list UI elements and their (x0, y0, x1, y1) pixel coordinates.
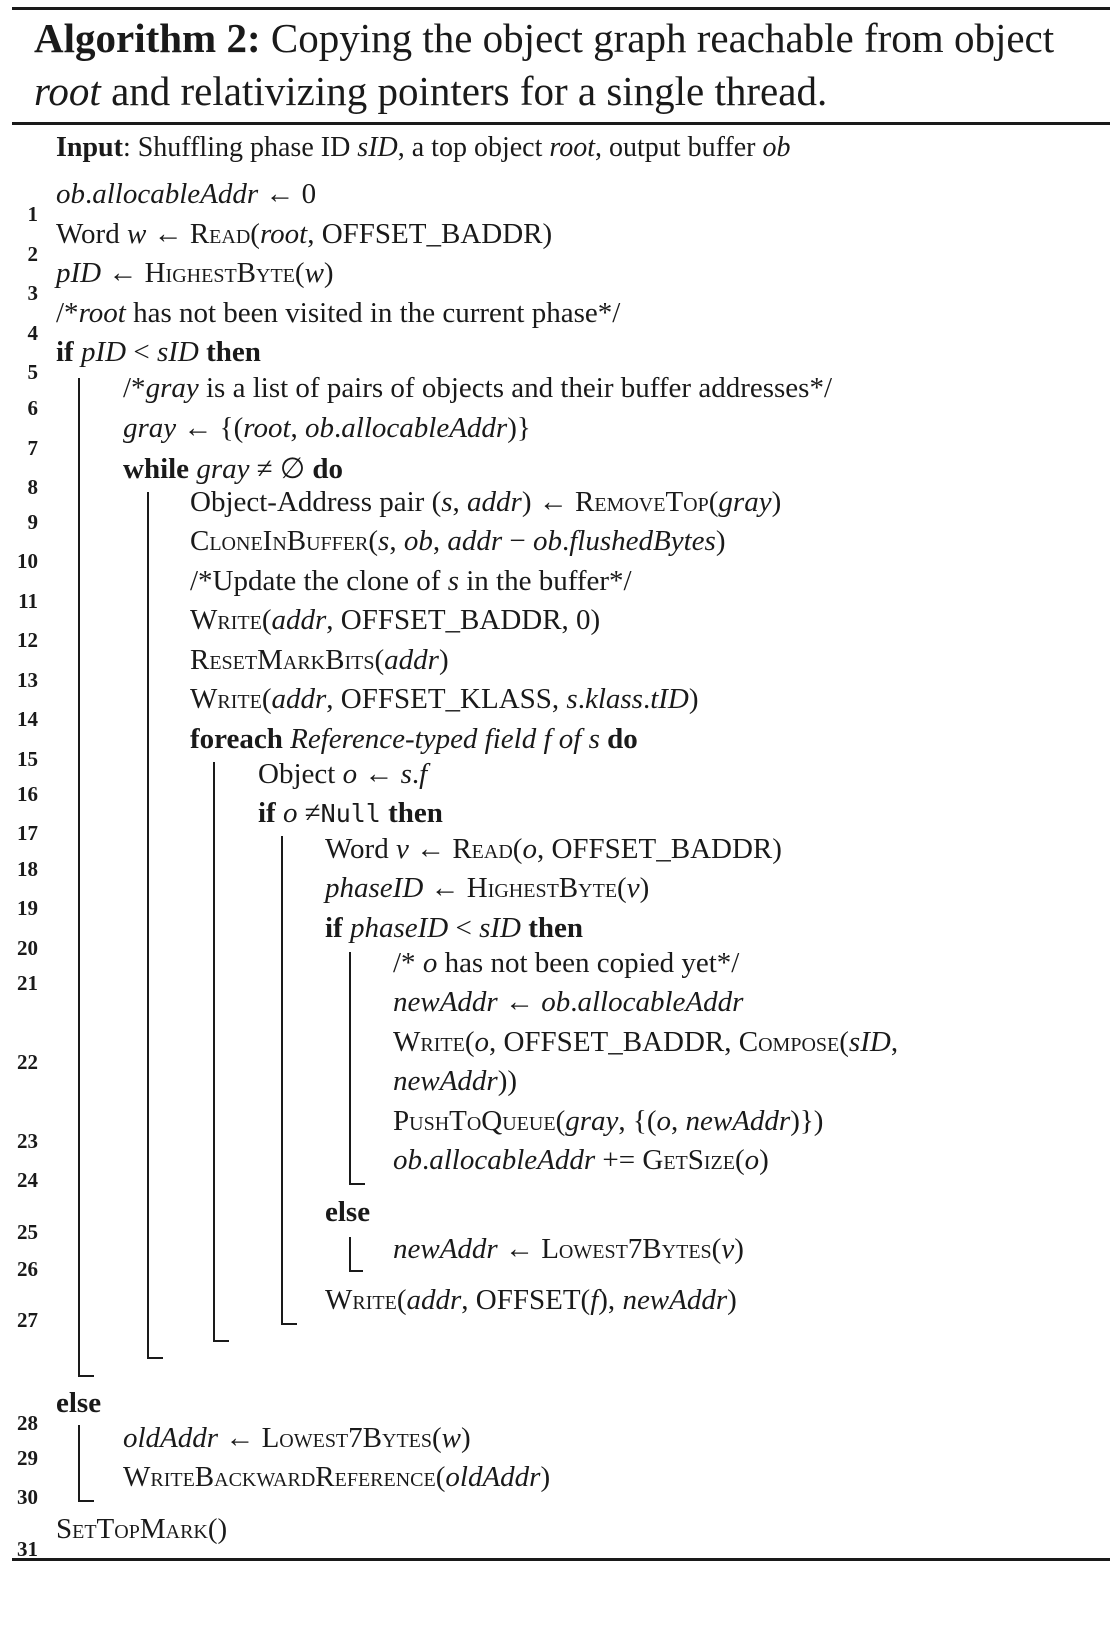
title-rule (12, 122, 1110, 125)
code-line: oldAddr ← Lowest7Bytes(w) (123, 1422, 471, 1454)
code-line: /* o has not been copied yet*/ (393, 947, 740, 979)
line-number: 2 (27, 242, 39, 266)
line-number: 9 (27, 510, 39, 534)
line-number: 10 (17, 549, 38, 573)
line-number: 5 (27, 360, 39, 384)
line-number: 3 (27, 281, 39, 305)
code-line: /*Update the clone of s in the buffer*/ (190, 565, 632, 597)
line-number: 12 (17, 628, 38, 652)
line-number: 20 (17, 936, 38, 960)
input-line: Input: Shuffling phase ID sID, a top obj… (56, 132, 790, 164)
line-number: 11 (18, 589, 38, 613)
code-line: Word w ← Read(root, OFFSET_BADDR) (56, 218, 553, 250)
code-line: WriteBackwardReference(oldAddr) (123, 1461, 551, 1493)
code-line: else (325, 1196, 371, 1228)
line-number: 30 (17, 1485, 38, 1509)
line-number: 25 (17, 1220, 38, 1244)
line-number: 18 (17, 857, 38, 881)
line-number: 4 (27, 321, 39, 345)
code-line: foreach Reference-typed field f of s do (190, 723, 638, 755)
code-line: while gray ≠ ∅ do (123, 453, 344, 485)
block-bar (78, 1425, 80, 1500)
line-number: 6 (27, 396, 39, 420)
code-line: Write(o, OFFSET_BADDR, Compose(sID, (393, 1026, 899, 1058)
code-line: CloneInBuffer(s, ob, addr − ob.flushedBy… (190, 525, 726, 557)
code-line: phaseID ← HighestByte(v) (325, 872, 650, 904)
code-line: /*root has not been visited in the curre… (56, 297, 621, 329)
block-bar (349, 1237, 351, 1270)
code-line: Object o ← s.f (258, 758, 428, 790)
algorithm-caption: Copying the object graph reachable from … (34, 15, 1055, 114)
code-line: ob.allocableAddr ← 0 (56, 178, 317, 210)
code-line: newAddr ← ob.allocableAddr (393, 986, 744, 1018)
code-line: gray ← {(root, ob.allocableAddr)} (123, 412, 531, 444)
line-number: 15 (17, 747, 38, 771)
code-line: pID ← HighestByte(w) (56, 257, 334, 289)
line-number: 31 (17, 1537, 38, 1561)
line-number: 27 (17, 1308, 38, 1332)
block-bar-hook (78, 1375, 94, 1377)
block-bar-hook (349, 1270, 363, 1272)
code-line: ResetMarkBits(addr) (190, 644, 449, 676)
block-bar-hook (213, 1340, 229, 1342)
code-line: if o ≠Null then (258, 797, 443, 829)
code-line: newAddr ← Lowest7Bytes(v) (393, 1233, 744, 1265)
bottom-rule (12, 1558, 1110, 1561)
input-text: : Shuffling phase ID sID, a top object r… (122, 132, 791, 163)
line-number: 26 (17, 1257, 38, 1281)
input-label: Input (56, 132, 123, 163)
algorithm-title: Algorithm 2: Copying the object graph re… (34, 12, 1094, 118)
line-number: 1 (27, 202, 39, 226)
code-line: PushToQueue(gray, {(o, newAddr)}) (393, 1105, 824, 1137)
line-number: 24 (17, 1168, 38, 1192)
block-bar-hook (78, 1500, 94, 1502)
line-number: 19 (17, 896, 38, 920)
line-number: 13 (17, 668, 38, 692)
line-number: 14 (17, 707, 38, 731)
line-number: 23 (17, 1129, 38, 1153)
block-bar-hook (349, 1183, 365, 1185)
line-number: 17 (17, 821, 38, 845)
line-number: 21 (17, 971, 38, 995)
code-line: newAddr)) (393, 1065, 518, 1097)
block-bar (349, 952, 351, 1183)
code-line: Write(addr, OFFSET_KLASS, s.klass.tID) (190, 683, 699, 715)
line-number: 16 (17, 782, 38, 806)
block-bar (213, 762, 215, 1340)
line-number: 22 (17, 1050, 38, 1074)
code-line: Word v ← Read(o, OFFSET_BADDR) (325, 833, 782, 865)
code-line: if phaseID < sID then (325, 912, 584, 944)
code-line: else (56, 1387, 102, 1419)
code-line: Object-Address pair (s, addr) ← RemoveTo… (190, 486, 782, 518)
code-line: Write(addr, OFFSET(f), newAddr) (325, 1284, 737, 1316)
code-line: /*gray is a list of pairs of objects and… (123, 372, 833, 404)
block-bar (281, 836, 283, 1323)
line-number: 29 (17, 1446, 38, 1470)
line-number: 8 (27, 475, 39, 499)
code-line: SetTopMark() (56, 1513, 228, 1545)
code-line: if pID < sID then (56, 336, 261, 368)
block-bar (147, 492, 149, 1357)
block-bar-hook (281, 1323, 297, 1325)
block-bar (78, 378, 80, 1375)
line-number: 7 (27, 436, 39, 460)
algorithm-label: Algorithm 2: (34, 15, 261, 61)
line-number: 28 (17, 1411, 38, 1435)
code-line: Write(addr, OFFSET_BADDR, 0) (190, 604, 601, 636)
top-rule (12, 7, 1110, 10)
block-bar-hook (147, 1357, 163, 1359)
code-line: ob.allocableAddr += GetSize(o) (393, 1144, 769, 1176)
